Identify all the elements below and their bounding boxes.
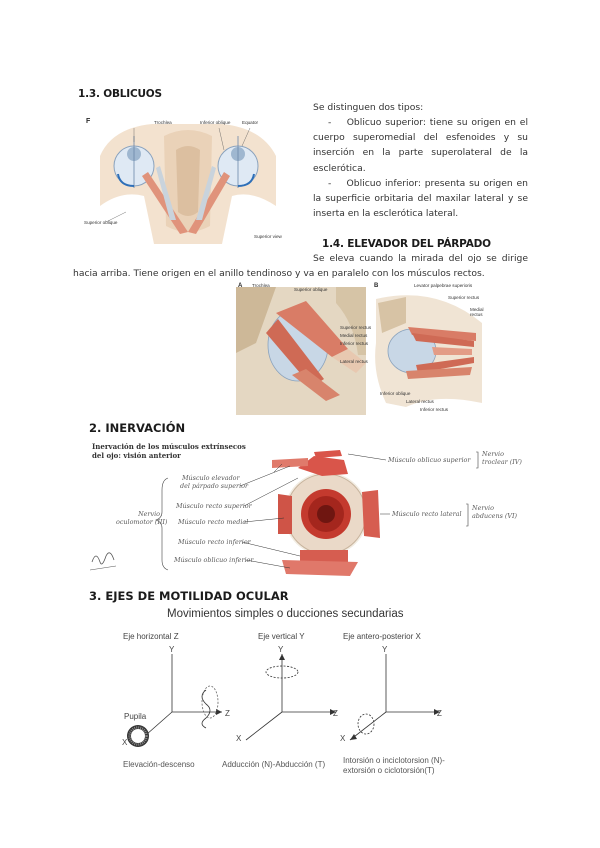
figure-panel-letter: F [86,118,90,125]
panel-a-letter: A [238,283,242,289]
label-levator-muscle-2: del párpado superior [180,482,248,490]
label-lateral-rectus: Músculo recto lateral [392,510,462,518]
a-label-lateral-rectus: Lateral rectus [340,359,368,364]
motility-axes-diagram [110,630,470,760]
section-heading-2: 2. INERVACIÓN [89,421,185,435]
a-label-superior-rectus: Superior rectus [340,325,371,330]
label-equator: Equator [242,120,258,125]
nerve-r2-line-2: abducens (VI) [472,512,517,520]
caption-torsion-line-2: extorsión o ciclotorsión(T) [343,766,445,776]
axes-figure-title: Movimientos simples o ducciones secundar… [167,608,404,620]
label-nervio-troclear: Nervio troclear (IV) [482,450,522,466]
label-superior-oblique: Músculo oblicuo superior [388,456,470,464]
label-inferior-oblique: Inferior oblique [200,120,230,125]
label-superior-view: Superior view [254,234,282,239]
label-superior-rectus: Músculo recto superior [176,502,252,510]
oblique-inferior-text: Oblicuo inferior: presenta su origen en … [313,178,528,219]
d1-y-label: Y [169,645,174,654]
d2-x-label: X [236,734,241,743]
innervation-figure: Inervación de los músculos extrínsecos d… [86,438,528,584]
nerve-r1-line-2: troclear (IV) [482,458,522,466]
panel-b-letter: B [374,283,378,289]
caption-adduccion-abduccion: Adducción (N)-Abducción (T) [222,760,325,770]
caption-torsion: Intorsión o inciclotorsion (N)- extorsió… [343,756,445,776]
nerve-left-line-2: oculomotor (III) [116,518,160,526]
a-label-superior-oblique: Superior oblique [294,287,327,292]
nerve-r1-line-1: Nervio [482,450,522,458]
b-label-lateral-rectus: Lateral rectus [406,399,434,404]
d2-y-label: Y [278,645,283,654]
nerve-left-line-1: Nervio [116,510,160,518]
label-levator-muscle: Músculo elevador [182,474,240,482]
oblique-item-superior: - Oblicuo superior: tiene su origen en e… [313,115,528,176]
oblique-superior-text: Oblicuo superior: tiene su origen en el … [313,117,528,174]
label-superior-oblique: Superior oblique [84,220,117,225]
b-label-medial-rectus: Medial rectus [470,307,486,317]
caption-elevacion-descenso: Elevación-descenso [123,760,195,770]
label-trochlea: Trochlea [154,120,172,125]
label-nervio-oculomotor: Nervio oculomotor (III) [116,510,160,526]
label-inferior-rectus: Músculo recto inferior [178,538,251,546]
axis-vertical-y-title: Eje vertical Y [258,632,305,641]
list-dash: - [328,117,331,128]
axis-horizontal-z-title: Eje horizontal Z [123,632,179,641]
a-label-trochlea: Trochlea [252,283,270,288]
extraocular-muscles-figure: A B Trochlea Superior oblique Superior r… [236,283,486,418]
a-label-medial-rectus: Medial rectus [340,333,367,338]
label-medial-rectus: Músculo recto medial [178,518,248,526]
pupila-label: Pupila [124,712,146,721]
oblique-muscles-figure: F Trochlea Inferior oblique Equator Supe… [82,116,292,246]
d2-z-label: Z [333,709,338,718]
list-dash: - [328,178,331,189]
label-inferior-oblique: Músculo oblicuo inferior [174,556,253,564]
d1-z-label: Z [225,709,230,718]
d3-y-label: Y [382,645,387,654]
nerve-r2-line-1: Nervio [472,504,517,512]
b-label-inferior-oblique: Inferior oblique [380,391,410,396]
oblique-muscles-illustration [82,116,292,246]
axis-antero-posterior-x-title: Eje antero-posterior X [343,632,421,641]
section-heading-3: 3. EJES DE MOTILIDAD OCULAR [89,589,289,603]
b-label-superior-rectus: Superior rectus [448,295,479,300]
oblique-intro-text: Se distinguen dos tipos: [313,100,528,115]
section-heading-1-3: 1.3. OBLICUOS [78,88,162,100]
d1-x-label: X [122,738,127,747]
label-nervio-abducens: Nervio abducens (VI) [472,504,517,520]
b-label-levator: Levator palpebrae superioris [414,283,472,288]
extraocular-muscles-illustration [236,283,486,418]
d3-z-label: Z [437,709,442,718]
levator-text: Se eleva cuando la mirada del ojo se dir… [73,251,528,281]
a-label-inferior-rectus: Inferior rectus [340,341,368,346]
d3-x-label: X [340,734,345,743]
oblique-item-inferior: - Oblicuo inferior: presenta su origen e… [313,176,528,222]
section-heading-1-4: 1.4. ELEVADOR DEL PÁRPADO [322,238,491,250]
b-label-inferior-rectus: Inferior rectus [420,407,448,412]
caption-torsion-line-1: Intorsión o inciclotorsion (N)- [343,756,445,766]
